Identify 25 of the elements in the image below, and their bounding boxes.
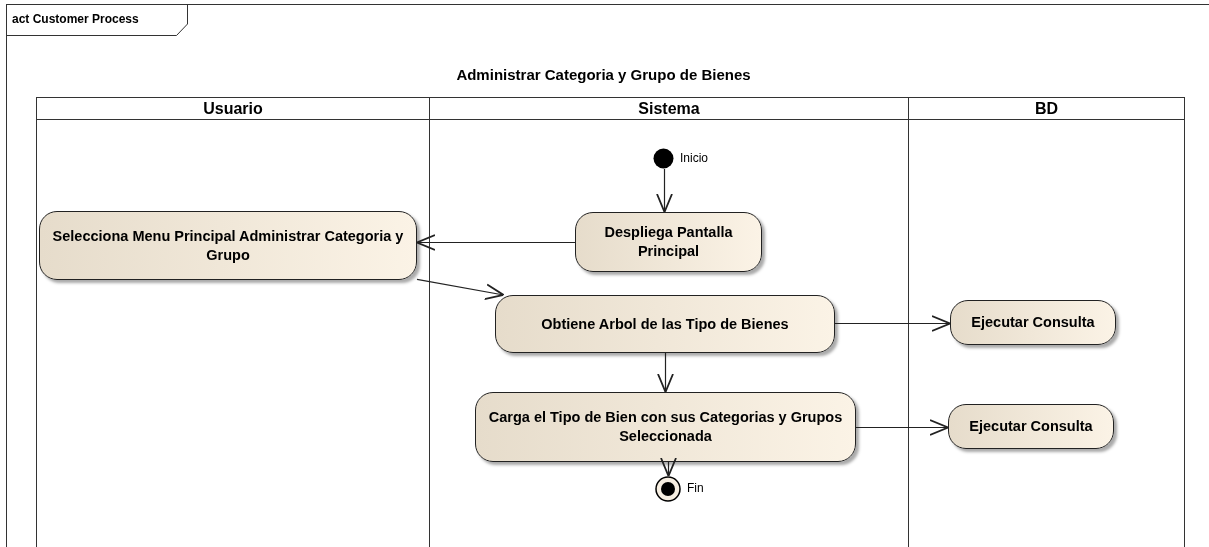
frame-name: act Customer Process: [12, 12, 139, 26]
lane-header: Sistema: [430, 98, 908, 120]
control-flow-arrow: [855, 419, 949, 436]
control-flow-arrow: [416, 234, 576, 251]
swimlane: [908, 97, 1185, 547]
control-flow-arrow: [656, 168, 673, 213]
action-box: Ejecutar Consulta: [948, 404, 1114, 449]
swimlane: [36, 97, 430, 547]
control-flow-arrow: [657, 352, 674, 393]
node-caption: Inicio: [680, 150, 708, 165]
lane-header: BD: [909, 98, 1184, 120]
diagram-title: Administrar Categoria y Grupo de Bienes: [455, 66, 752, 83]
initial-node: [653, 148, 674, 169]
control-flow-arrow: [660, 457, 677, 477]
action-box: Despliega Pantalla Principal: [575, 212, 762, 272]
final-node: [655, 476, 681, 502]
control-flow-arrow: [834, 315, 951, 332]
action-box: Selecciona Menu Principal Administrar Categoria y Grupo: [39, 211, 417, 280]
action-box: Ejecutar Consulta: [950, 300, 1116, 345]
activity-frame: [6, 4, 1209, 547]
lane-header: Usuario: [37, 98, 429, 120]
node-caption: Fin: [687, 481, 704, 495]
action-box: Obtiene Arbol de las Tipo de Bienes: [495, 295, 835, 353]
action-box: Carga el Tipo de Bien con sus Categorias y Grupos Seleccionada: [475, 392, 856, 462]
control-flow-arrow: [416, 278, 505, 301]
